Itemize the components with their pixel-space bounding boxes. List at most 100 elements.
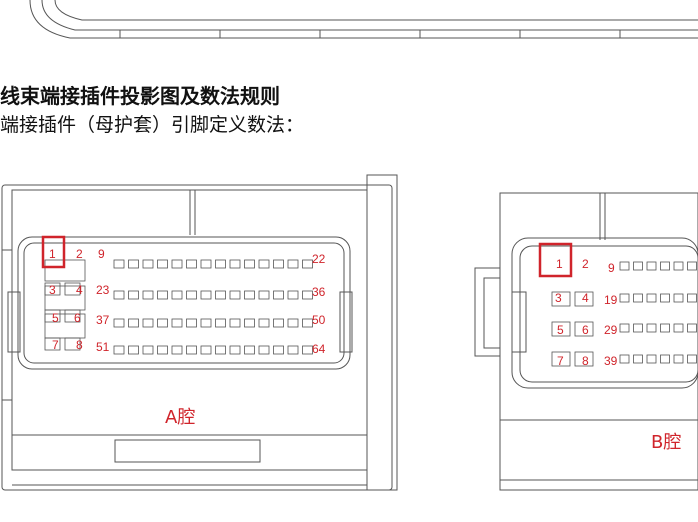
pin-label: 19	[604, 293, 618, 307]
pin-label: 7	[52, 338, 59, 352]
pin-cavity	[660, 323, 670, 333]
pin-label: 3	[555, 291, 562, 305]
pin-cavity	[551, 351, 571, 367]
pin-cavity	[633, 354, 643, 364]
pin-cavity	[128, 318, 139, 328]
connector-a-pin-grid	[44, 259, 313, 355]
pin-cavity	[229, 318, 241, 328]
pin-cavity	[64, 337, 81, 351]
pin-cavity	[64, 282, 81, 296]
pin-label: 3	[49, 283, 56, 297]
pin-cavity	[302, 318, 313, 328]
pin-cavity	[200, 318, 212, 328]
pin-label: 9	[98, 247, 105, 261]
pin1-highlight-a	[41, 235, 66, 269]
pin-cavity	[574, 291, 594, 307]
pin-cavity	[128, 290, 139, 300]
pin-label: 2	[76, 247, 83, 261]
pin-cavity	[258, 318, 270, 328]
pin-cavity	[687, 293, 697, 303]
pin-label: 23	[96, 283, 110, 297]
pin-cavity	[574, 321, 594, 337]
pin-cavity	[128, 259, 139, 269]
pin-label: 1	[49, 247, 56, 261]
pin-cavity	[646, 354, 657, 364]
pin-cavity	[646, 261, 657, 271]
pin-cavity	[171, 345, 183, 355]
pin-cavity	[142, 259, 154, 269]
pin-cavity	[258, 259, 270, 269]
pin-label: 5	[557, 323, 564, 337]
pin-label: 39	[604, 354, 618, 368]
pin-cavity	[619, 293, 630, 303]
cavity-label-a: A腔	[165, 407, 195, 428]
pin-label: 64	[312, 342, 326, 356]
pin-cavity	[273, 318, 284, 328]
pin-label: 36	[312, 285, 326, 299]
pin-label: 4	[582, 291, 589, 305]
pin-cavity	[200, 290, 212, 300]
pin-cavity	[551, 321, 571, 337]
pin-label: 22	[312, 252, 326, 266]
pin-cavity	[142, 318, 154, 328]
pin-label: 6	[74, 311, 81, 325]
pin-cavity	[229, 290, 241, 300]
pin-cavity	[113, 318, 125, 328]
pin-cavity	[64, 309, 81, 323]
pin-cavity	[244, 290, 255, 300]
pin-label: 50	[312, 313, 326, 327]
pin-cavity	[633, 323, 643, 333]
pin-cavity	[633, 293, 643, 303]
cavity-label-b: B腔	[651, 432, 681, 453]
pin-cavity	[186, 259, 197, 269]
pin-cavity	[186, 318, 197, 328]
pin-cavity	[302, 345, 313, 355]
pin-cavity	[551, 291, 571, 307]
pin-cavity	[171, 290, 183, 300]
pin-cavity	[287, 345, 299, 355]
pin-label: 7	[557, 354, 564, 368]
connector-b-pin-grid	[551, 261, 697, 367]
pin-cavity	[673, 354, 684, 364]
connector-b	[474, 192, 698, 491]
pin-cavity	[44, 282, 61, 296]
pin-label: 29	[604, 323, 618, 337]
pin-cavity	[287, 259, 299, 269]
pin-cavity	[673, 323, 684, 333]
pin-cavity	[229, 345, 241, 355]
pin-cavity	[157, 259, 168, 269]
pin-cavity	[646, 293, 657, 303]
pin-label: 2	[582, 257, 589, 271]
pin-cavity	[273, 259, 284, 269]
pin-cavity	[113, 290, 125, 300]
pin-cavity	[200, 345, 212, 355]
pin-cavity	[142, 345, 154, 355]
pin-cavity	[244, 318, 255, 328]
pin-cavity	[687, 261, 697, 271]
pin-cavity	[128, 345, 139, 355]
pin-cavity	[44, 309, 61, 323]
connector-a	[1, 174, 398, 491]
pin-cavity	[673, 261, 684, 271]
pin-cavity	[660, 354, 670, 364]
pin-label: 6	[582, 323, 589, 337]
pin-cavity	[273, 345, 284, 355]
pin-cavity	[215, 290, 226, 300]
pin-cavity	[687, 354, 697, 364]
pin-cavity	[302, 259, 313, 269]
pin-label: 9	[608, 261, 615, 275]
pin-label: 1	[556, 257, 563, 271]
pin-label: 8	[582, 354, 589, 368]
pin-cavity	[186, 290, 197, 300]
pin-cavity	[646, 323, 657, 333]
pin-cavity	[113, 345, 125, 355]
pin1-highlight-b	[538, 242, 573, 278]
pin-cavity	[574, 351, 594, 367]
pin-cavity	[171, 318, 183, 328]
pin-cavity	[215, 259, 226, 269]
pin-cavity	[633, 261, 643, 271]
pin-cavity	[215, 345, 226, 355]
pin-cavity	[157, 318, 168, 328]
pin-label: 4	[76, 283, 83, 297]
